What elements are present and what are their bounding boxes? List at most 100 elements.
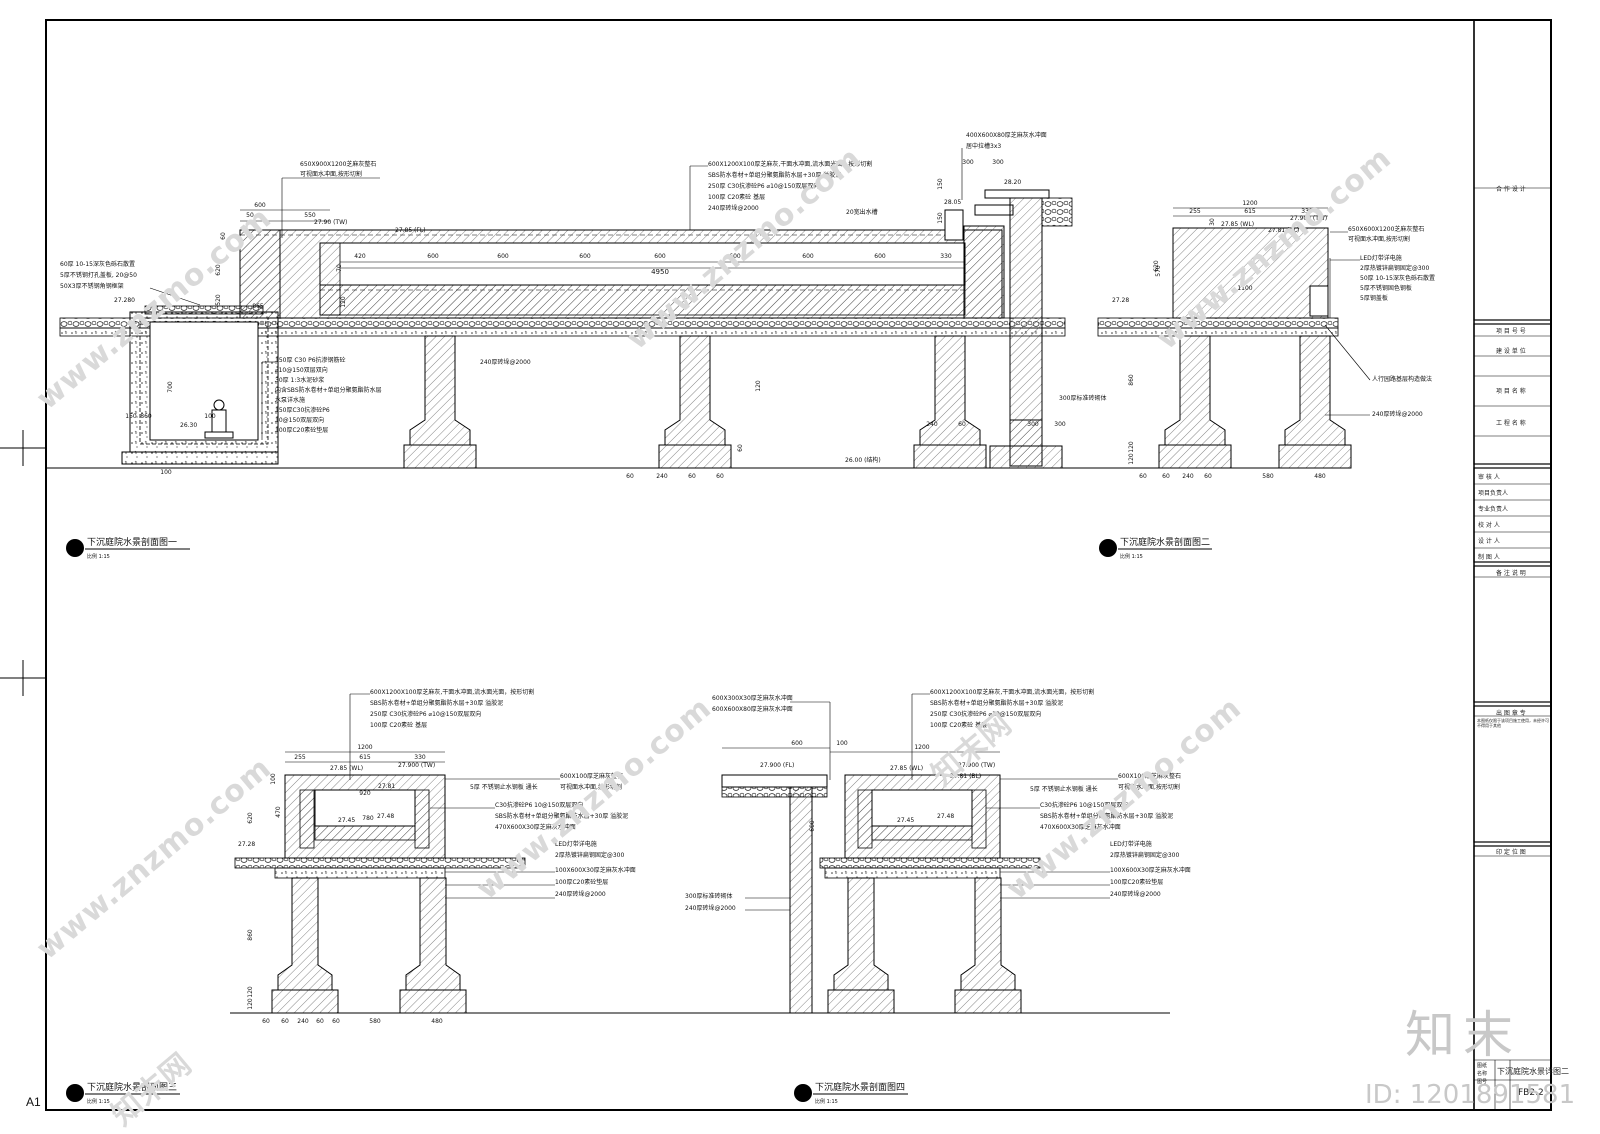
note-text: 人行园路基层构造做法 xyxy=(1372,375,1432,383)
title-block-remarks: 备 注 说 明 xyxy=(1496,570,1526,577)
title-block-stamp: 出 图 章 专 xyxy=(1496,710,1526,717)
title-block-field: 项 目 号 号 xyxy=(1496,328,1526,335)
note-text: 470X600X30厚芝麻灰水冲面 xyxy=(495,823,576,831)
dimension-text: 255 xyxy=(1189,208,1201,215)
dimension-text: 600 xyxy=(791,740,803,747)
title-block-key-plan: 印 定 位 图 xyxy=(1496,849,1526,856)
note-text: 100厚C20素砼垫层 xyxy=(555,878,608,886)
dimension-text: 600 xyxy=(427,253,439,260)
dimension-text: 60 xyxy=(1204,473,1212,480)
dimension-text: 240 xyxy=(926,421,938,428)
title-block-bottom-label: 图纸 xyxy=(1477,1063,1488,1069)
sheet-size-label: A1 xyxy=(26,1095,41,1109)
dimension-text: 600 xyxy=(497,253,509,260)
dimension-text: 580 xyxy=(1262,473,1274,480)
dimension-text: 570 xyxy=(1155,265,1162,277)
dimension-text: 330 xyxy=(1301,208,1313,215)
elevation-label: 27.85 (WL) xyxy=(890,765,923,772)
note-text: SBS防水卷材+单组分聚氨酯防水层+30厚 溢胶泥 xyxy=(708,171,841,179)
dimension-text: 60 xyxy=(688,473,696,480)
note-text: 400X600X80厚芝麻灰水冲面 xyxy=(966,131,1047,139)
dimension-text: 480 xyxy=(1314,473,1326,480)
elevation-label: 27.48 xyxy=(377,813,394,820)
section-scale: 比例 1:15 xyxy=(87,1098,110,1105)
note-text: 250厚 C30抗渗砼P6 ⌀10@150双层双向 xyxy=(370,710,481,718)
section-title: 下沉庭院水景剖面图二 xyxy=(1120,536,1210,548)
note-text: 250厚 C30抗渗砼P6 ⌀10@150双层双向 xyxy=(708,182,819,190)
title-block-stamp-note: 本图纸仅限于该项目施工使用，未经许可不得用于其他 xyxy=(1477,718,1549,728)
note-text: 240厚砖垛@2000 xyxy=(1372,410,1423,418)
sheet-border xyxy=(45,19,1552,1111)
note-text: 600X100厚芝麻灰整石 xyxy=(1118,772,1181,780)
dimension-text: 420 xyxy=(354,253,366,260)
dimension-text: 860 xyxy=(247,929,254,941)
title-block-person-field: 设 计 人 xyxy=(1478,538,1500,545)
dimension-text: 600 xyxy=(579,253,591,260)
elevation-label: 27.85 (FL) xyxy=(395,227,426,234)
dimension-text: 600 xyxy=(802,253,814,260)
dimension-text: 240 xyxy=(1182,473,1194,480)
note-text: 可视面水冲面,按形切割 xyxy=(560,783,622,791)
title-block-person-field: 校 对 人 xyxy=(1478,522,1500,529)
note-text: LED灯带详电施 xyxy=(555,840,597,848)
dimension-text: 520 xyxy=(215,294,222,306)
dimension-text: 100 xyxy=(160,469,172,476)
elevation-label: 27.900 (TW) xyxy=(958,762,995,769)
note-text: 600X600X80厚芝麻灰水冲面 xyxy=(712,705,793,713)
note-text: 100X600X30厚芝麻灰水冲面 xyxy=(555,866,636,874)
title-block-field: 项 目 名 称 xyxy=(1496,388,1526,395)
dimension-text: 60 xyxy=(220,232,227,240)
elevation-label: 28.20 xyxy=(1004,179,1021,186)
dimension-text: 60 xyxy=(1162,473,1170,480)
note-text: SBS防水卷材+单组分聚氨酯防水层+30厚 溢胶泥 xyxy=(1040,812,1173,820)
elevation-label: 27.45 xyxy=(338,817,355,824)
dimension-text: 860 xyxy=(140,413,152,420)
dimension-text: 480 xyxy=(431,1018,443,1025)
note-text: 240厚砖垛@2000 xyxy=(555,890,606,898)
note-text: 600X300X30厚芝麻灰水冲面 xyxy=(712,694,793,702)
dimension-text: 1200 xyxy=(357,744,372,751)
note-text: 可视面水冲面,按形切割 xyxy=(1118,783,1180,791)
dimension-text: 1200 xyxy=(914,744,929,751)
note-text: 水泵详水施 xyxy=(275,396,305,404)
note-text: 100X600X30厚芝麻灰水冲面 xyxy=(1110,866,1191,874)
section-scale: 比例 1:15 xyxy=(815,1098,838,1105)
title-block-field: 工 程 名 称 xyxy=(1496,420,1526,427)
note-text: 30厚 1:3水泥砂浆 xyxy=(275,376,324,384)
dimension-text: 700 xyxy=(167,381,174,393)
dimension-text: 120 xyxy=(1128,453,1135,465)
elevation-label: 27.85 (WL) xyxy=(330,765,363,772)
dimension-text: 120 xyxy=(247,998,254,1010)
dimension-text: 50 xyxy=(246,212,254,219)
dimension-text: 1100 xyxy=(1237,285,1252,292)
title-block-partner: 合 作 设 计 xyxy=(1496,186,1526,193)
dimension-text: 120 xyxy=(755,380,762,392)
title-block-drawing-title: 下沉庭院水景详图二 xyxy=(1497,1067,1569,1076)
note-text: 可视面水冲面,按形切割 xyxy=(300,170,362,178)
note-text: 5厚钢盖板 xyxy=(1360,294,1388,302)
note-text: 内含SBS防水卷材+单组分聚氨酯防水层 xyxy=(275,386,382,394)
dimension-text: 550 xyxy=(304,212,316,219)
elevation-label: 28.05 xyxy=(944,199,961,206)
title-block-person-field: 项目负责人 xyxy=(1478,490,1509,497)
dimension-text: 60 xyxy=(262,1018,270,1025)
dimension-text: 30 xyxy=(1209,218,1216,226)
note-text: 650X900X1200芝麻灰整石 xyxy=(300,160,376,168)
dimension-text: 100 xyxy=(270,773,277,785)
elevation-label: 26.30 xyxy=(180,422,197,429)
note-text: 100厚 C20素砼 基层 xyxy=(930,721,987,729)
dimension-text: 1200 xyxy=(1242,200,1257,207)
dimension-text: 330 xyxy=(940,253,952,260)
dimension-text: 620 xyxy=(215,264,222,276)
note-text: 10@150双层双向 xyxy=(275,416,324,424)
registration-marks xyxy=(0,430,46,696)
section-title: 下沉庭院水景剖面图一 xyxy=(87,536,177,548)
note-text: 250厚 C30抗渗砼P6 ⌀10@150双层双向 xyxy=(930,710,1041,718)
dimension-text: 60 xyxy=(737,444,744,452)
elevation-label: 240厚砖垛@2000 xyxy=(480,358,531,366)
watermark-brand: 知末 xyxy=(1405,1006,1521,1064)
title-block-person-field: 审 核 人 xyxy=(1478,474,1500,481)
dimension-text: 60 xyxy=(281,1018,289,1025)
elevation-label: 27.81 (BL) xyxy=(1268,227,1299,234)
elevation-label: 27.900 (FL) xyxy=(760,762,794,769)
